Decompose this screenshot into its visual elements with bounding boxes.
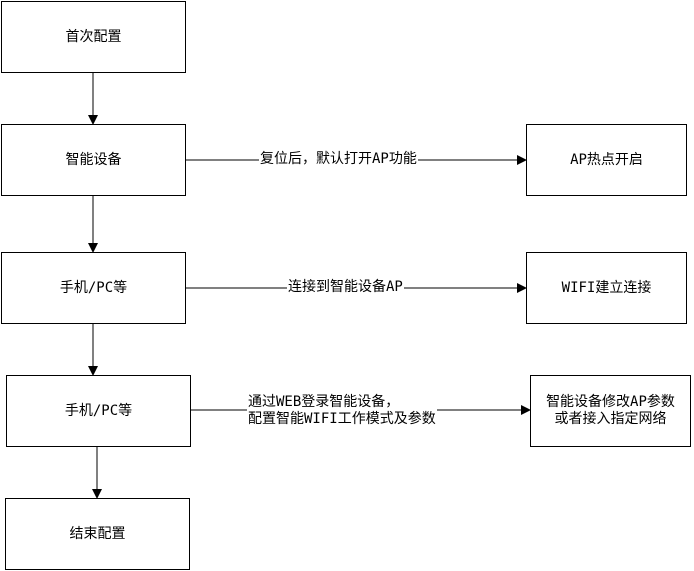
node-phone-pc-1-label: 手机/PC等 [59, 279, 128, 296]
node-ap-hotspot: AP热点开启 [526, 124, 687, 196]
node-phone-pc-2-label: 手机/PC等 [64, 402, 133, 419]
node-end-config: 结束配置 [5, 498, 190, 570]
node-wifi-connect: WIFI建立连接 [526, 252, 687, 324]
edge-label-reset-default-ap: 复位后，默认打开AP功能 [259, 151, 418, 168]
node-smart-device-label: 智能设备 [65, 151, 122, 168]
node-wifi-connect-label: WIFI建立连接 [561, 279, 652, 296]
node-phone-pc-2: 手机/PC等 [6, 375, 191, 447]
node-device-modify-label: 智能设备修改AP参数 或者接入指定网络 [546, 394, 675, 427]
node-smart-device: 智能设备 [1, 124, 186, 196]
node-first-config: 首次配置 [1, 1, 186, 73]
edge-label-web-login-config: 通过WEB登录智能设备， 配置智能WIFI工作模式及参数 [247, 394, 437, 428]
node-end-config-label: 结束配置 [69, 525, 126, 542]
node-first-config-label: 首次配置 [65, 28, 122, 45]
node-phone-pc-1: 手机/PC等 [1, 252, 186, 324]
edge-label-connect-device-ap: 连接到智能设备AP [287, 279, 404, 296]
node-device-modify: 智能设备修改AP参数 或者接入指定网络 [530, 375, 691, 447]
node-ap-hotspot-label: AP热点开启 [570, 151, 643, 168]
